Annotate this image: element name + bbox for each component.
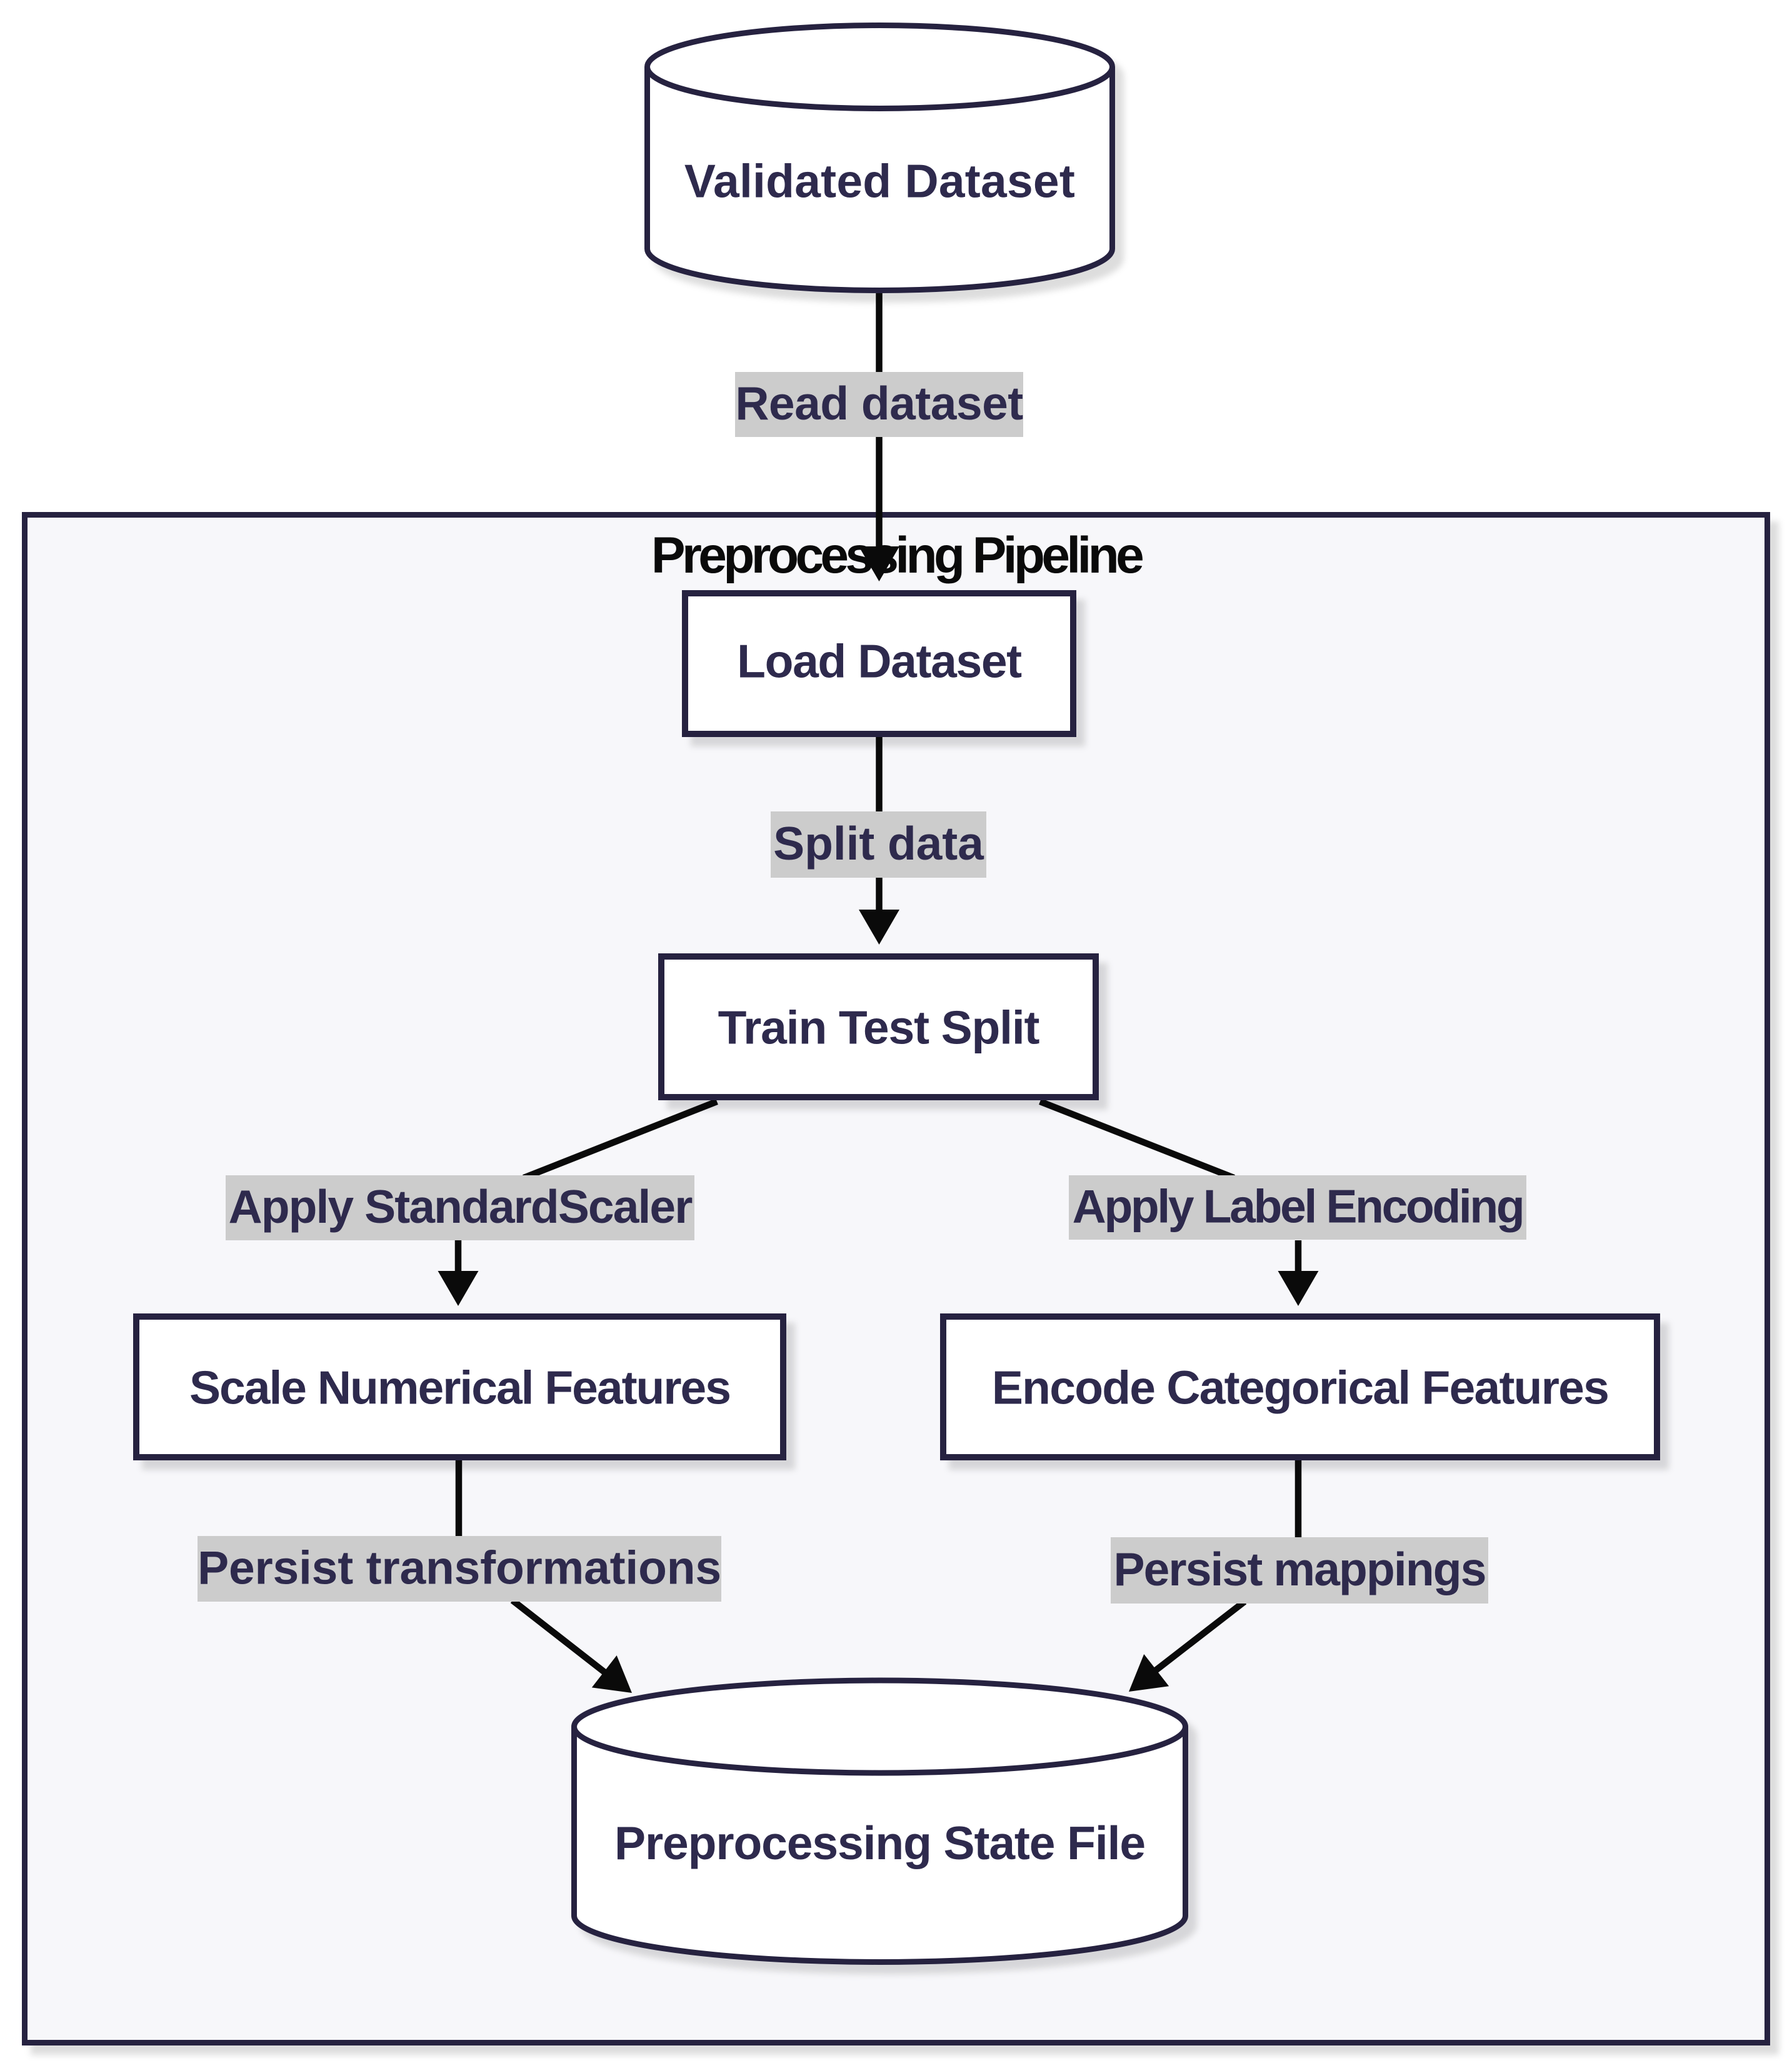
svg-text:Train Test Split: Train Test Split xyxy=(718,1001,1040,1054)
svg-text:Apply StandardScaler: Apply StandardScaler xyxy=(228,1180,693,1233)
svg-text:Encode Categorical Features: Encode Categorical Features xyxy=(992,1362,1608,1414)
svg-text:Persist mappings: Persist mappings xyxy=(1113,1543,1485,1595)
svg-text:Load Dataset: Load Dataset xyxy=(737,635,1022,688)
svg-text:Read dataset: Read dataset xyxy=(735,377,1023,429)
svg-text:Validated Dataset: Validated Dataset xyxy=(684,155,1075,208)
svg-text:Scale Numerical Features: Scale Numerical Features xyxy=(189,1362,730,1414)
svg-text:Persist transformations: Persist transformations xyxy=(198,1542,721,1594)
svg-text:Apply Label Encoding: Apply Label Encoding xyxy=(1073,1180,1523,1233)
svg-text:Split data: Split data xyxy=(773,817,984,870)
svg-text:Preprocessing State File: Preprocessing State File xyxy=(614,1817,1145,1869)
svg-text:Preprocessing Pipeline: Preprocessing Pipeline xyxy=(651,527,1143,584)
